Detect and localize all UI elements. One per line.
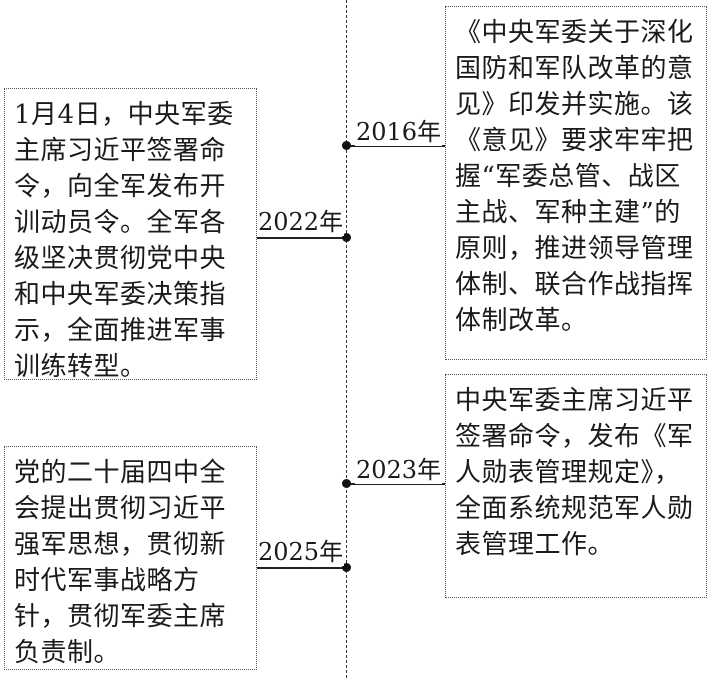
event-text-2023: 中央军委主席习近平签署命令，发布《军人勋表管理规定》，全面系统规范军人勋表管理工… xyxy=(455,386,694,560)
dot-2016 xyxy=(342,141,351,150)
connector-2023 xyxy=(346,483,445,485)
event-box-2023: 中央军委主席习近平签署命令，发布《军人勋表管理规定》，全面系统规范军人勋表管理工… xyxy=(445,374,707,598)
timeline-axis xyxy=(346,0,347,678)
connector-2025 xyxy=(257,567,346,569)
event-box-2022: 1月4日，中央军委主席习近平签署命令，向全军发布开训动员令。全军各级坚决贯彻党中… xyxy=(4,88,257,382)
event-box-2025: 党的二十届四中全会提出贯彻习近平强军思想，贯彻新时代军事战略方针，贯彻军委主席负… xyxy=(4,446,257,670)
dot-2022 xyxy=(342,233,351,242)
event-box-2016: 《中央军委关于深化国防和军队改革的意见》印发并实施。该《意见》要求牢牢把握“军委… xyxy=(445,6,707,360)
event-text-2025: 党的二十届四中全会提出贯彻习近平强军思想，贯彻新时代军事战略方针，贯彻军委主席负… xyxy=(14,458,227,668)
connector-2016 xyxy=(346,145,445,147)
event-text-2016: 《中央军委关于深化国防和军队改革的意见》印发并实施。该《意见》要求牢牢把握“军委… xyxy=(455,18,694,336)
dot-2025 xyxy=(342,563,351,572)
year-label-2023: 2023年 xyxy=(355,456,443,484)
connector-2022 xyxy=(257,237,346,239)
year-label-2022: 2022年 xyxy=(257,208,345,236)
year-label-2025: 2025年 xyxy=(257,538,345,566)
dot-2023 xyxy=(342,479,351,488)
year-label-2016: 2016年 xyxy=(355,118,443,146)
event-text-2022: 1月4日，中央军委主席习近平签署命令，向全军发布开训动员令。全军各级坚决贯彻党中… xyxy=(14,100,234,382)
